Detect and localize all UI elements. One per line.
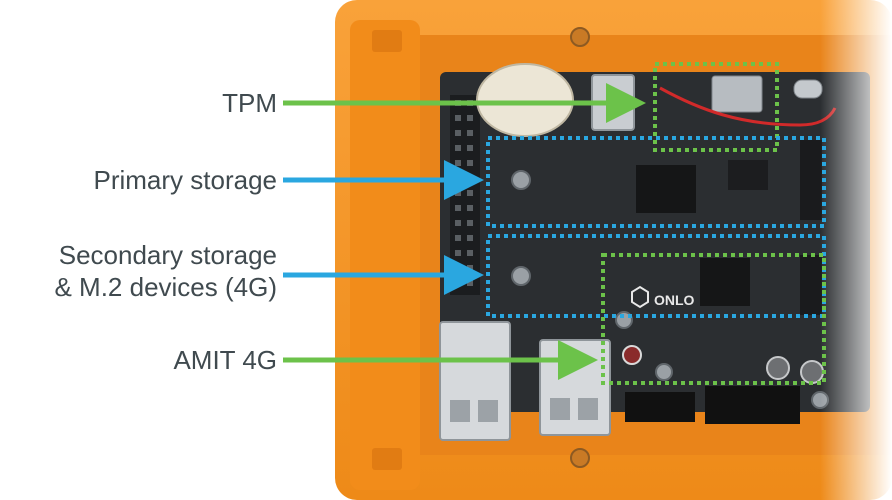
secondary-storage-label-line1: Secondary storage xyxy=(58,240,277,270)
board-logo: ONLO xyxy=(631,285,695,309)
primary-storage-highlight-box xyxy=(486,136,826,228)
secondary-storage-label-line2: & M.2 devices (4G) xyxy=(54,272,277,302)
primary-storage-label: Primary storage xyxy=(93,165,278,195)
logo-text: ONLO xyxy=(654,292,695,308)
tpm-label: TPM xyxy=(222,88,277,118)
amit-4g-label: AMIT 4G xyxy=(173,345,277,375)
fade-overlay xyxy=(820,0,892,500)
amit-4g-highlight-box xyxy=(601,253,826,385)
circuit-board: ONLO xyxy=(439,63,870,441)
